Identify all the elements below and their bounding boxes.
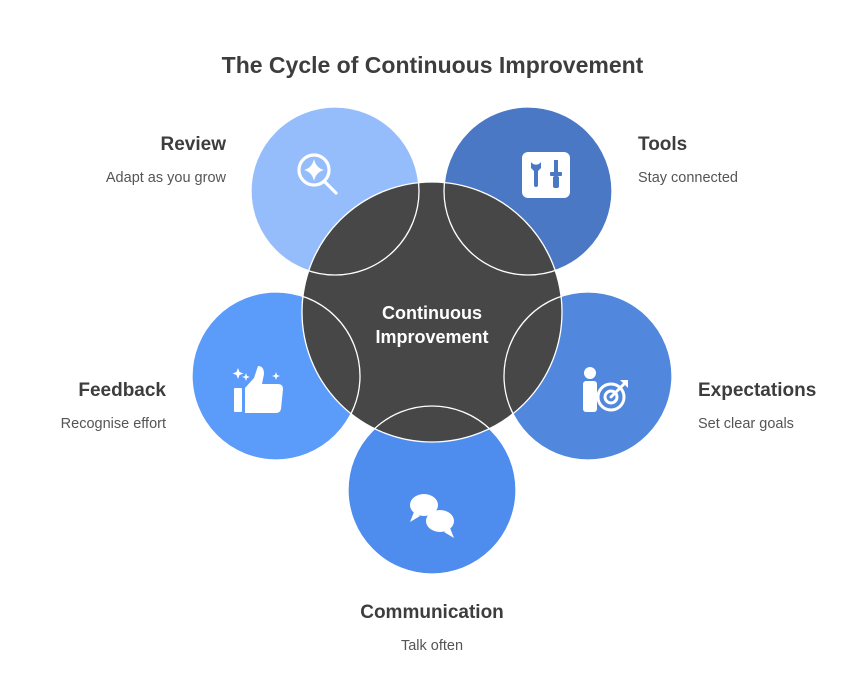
review-label: Review Adapt as you grow xyxy=(0,134,226,186)
thumbs-up-icon xyxy=(232,366,283,413)
feedback-label: Feedback Recognise effort xyxy=(0,380,166,432)
communication-circle xyxy=(348,406,516,574)
center-label-line1: Continuous xyxy=(382,303,482,323)
feedback-subtitle: Recognise effort xyxy=(60,416,166,432)
magnifier-sparkle-icon xyxy=(297,153,338,195)
diagram-title: The Cycle of Continuous Improvement xyxy=(221,52,644,78)
communication-subtitle: Talk often xyxy=(400,638,464,654)
tools-title: Tools xyxy=(638,134,688,155)
tools-icon xyxy=(522,152,570,198)
feedback-title: Feedback xyxy=(78,380,166,401)
center-circle xyxy=(302,182,562,442)
target-person-icon xyxy=(583,367,628,412)
expectations-title: Expectations xyxy=(698,380,817,401)
tools-label: Tools Stay connected xyxy=(638,134,865,186)
communication-label: Communication Talk often xyxy=(317,602,547,654)
center-outline xyxy=(301,181,563,443)
review-title: Review xyxy=(160,134,226,155)
communication-title: Communication xyxy=(360,602,504,623)
tools-subtitle: Stay connected xyxy=(638,170,738,186)
expectations-label: Expectations Set clear goals xyxy=(698,380,858,432)
overlap-arcs xyxy=(191,106,673,575)
chat-bubbles-icon xyxy=(410,494,454,538)
review-subtitle: Adapt as you grow xyxy=(105,170,226,186)
center-label-line2: Improvement xyxy=(375,327,488,347)
expectations-subtitle: Set clear goals xyxy=(698,416,794,432)
